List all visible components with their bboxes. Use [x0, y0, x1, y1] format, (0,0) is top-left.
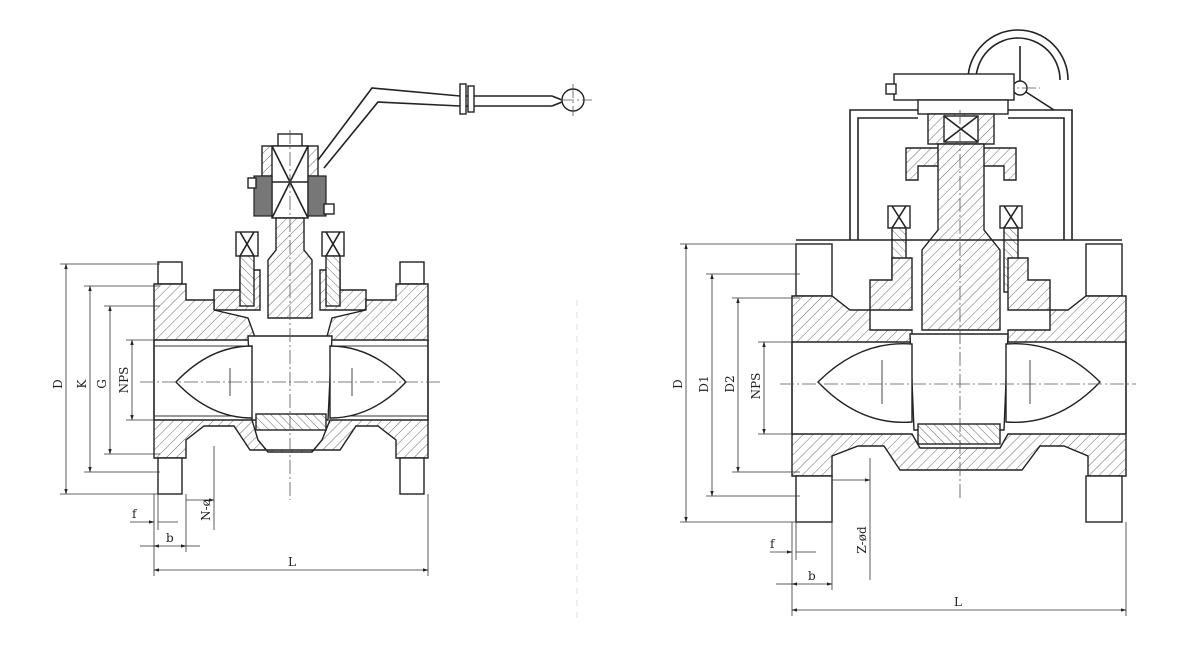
- right-label-d1: D1: [697, 375, 711, 392]
- left-label-d: D: [51, 379, 65, 389]
- bracket: [849, 109, 1073, 240]
- right-label-d: D: [671, 379, 685, 389]
- left-label-n-phi: N-ø: [199, 499, 213, 521]
- right-label-b: b: [808, 569, 816, 583]
- left-stem-top: [247, 133, 335, 219]
- gearbox: [885, 73, 1015, 145]
- left-label-f: f: [132, 507, 138, 521]
- right-label-f: f: [770, 537, 776, 551]
- right-label-z-phi-d: Z-ød: [855, 526, 869, 554]
- left-valve-view: [140, 83, 592, 500]
- right-label-l: L: [954, 595, 962, 609]
- right-gland: [869, 147, 1051, 311]
- right-label-d2: D2: [723, 375, 737, 392]
- left-dimensions: [60, 263, 429, 576]
- left-label-k: K: [75, 378, 89, 388]
- right-valve-view: [780, 29, 1136, 523]
- left-label-nps: NPS: [117, 367, 131, 394]
- left-label-l: L: [288, 555, 296, 569]
- right-valve-body: [791, 239, 1127, 523]
- right-stem: [921, 143, 1001, 331]
- left-valve-body: [153, 261, 429, 495]
- left-label-g: G: [95, 379, 109, 389]
- lever-handle: [317, 83, 592, 169]
- right-label-nps: NPS: [749, 373, 763, 400]
- left-label-b: b: [166, 531, 174, 545]
- left-gland-bolts: [213, 231, 367, 311]
- right-dimensions: [680, 243, 1127, 616]
